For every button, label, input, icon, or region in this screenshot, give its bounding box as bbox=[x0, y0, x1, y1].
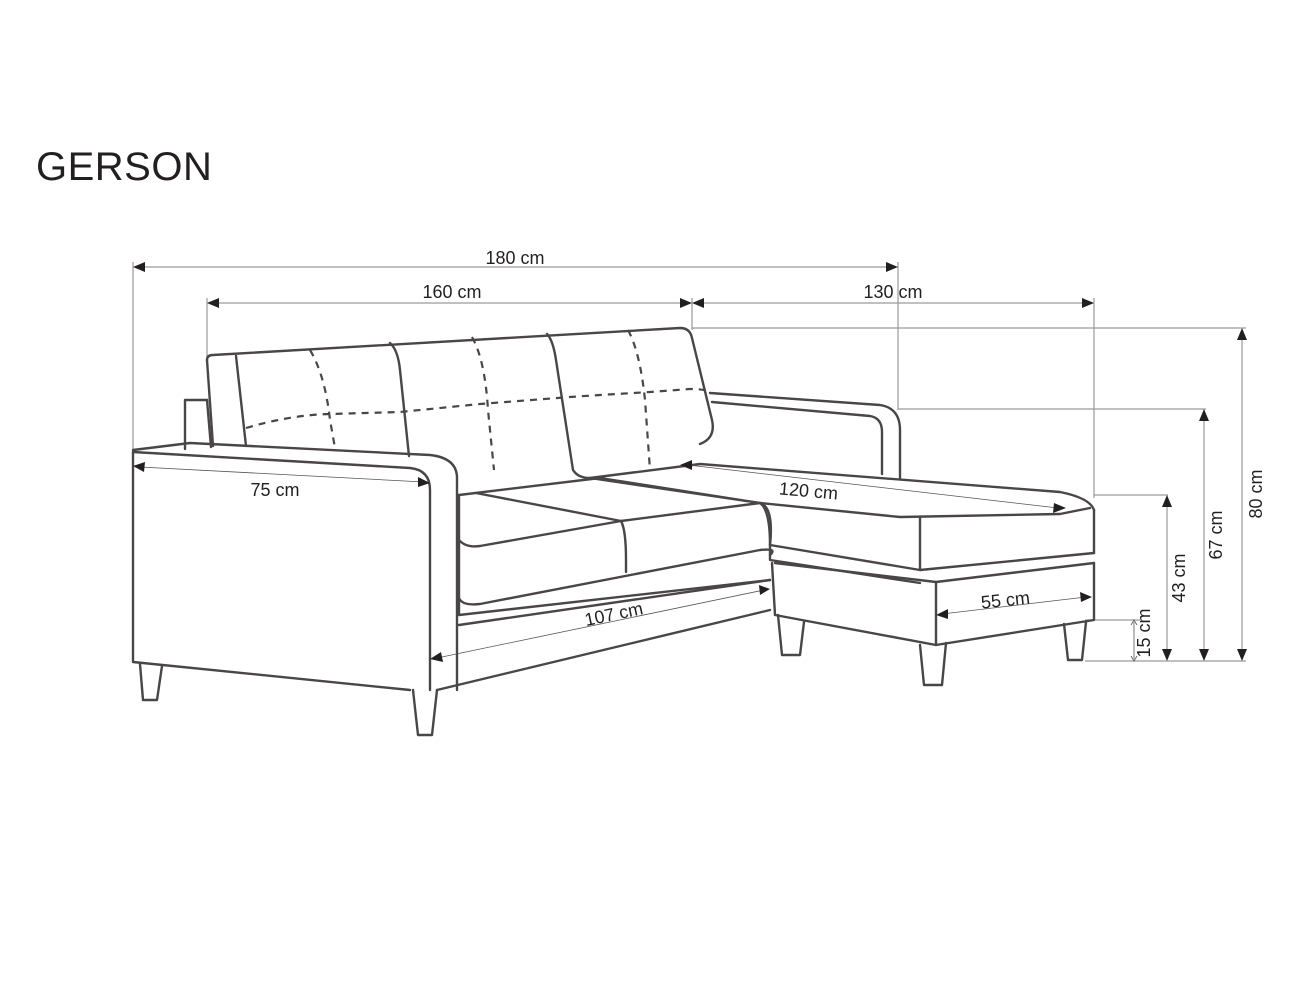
dim-43: 43 cm bbox=[1162, 495, 1189, 661]
dim-label-armrest-height: 67 cm bbox=[1206, 510, 1226, 559]
dim-label-chaise-seat-length: 120 cm bbox=[778, 478, 839, 503]
dim-label-total-height: 80 cm bbox=[1246, 469, 1266, 518]
dim-label-leg-height: 15 cm bbox=[1134, 608, 1154, 657]
dim-label-seat-height: 43 cm bbox=[1169, 553, 1189, 602]
dim-label-total-width: 180 cm bbox=[485, 248, 544, 268]
dim-130: 130 cm bbox=[692, 282, 1094, 308]
dim-label-chaise-length: 130 cm bbox=[863, 282, 922, 302]
dim-15: 15 cm bbox=[1130, 608, 1154, 662]
dim-55: 55 cm bbox=[936, 588, 1092, 619]
dim-75: 75 cm bbox=[133, 462, 430, 500]
dim-80: 80 cm bbox=[1237, 328, 1266, 661]
tufting-seams bbox=[245, 329, 711, 471]
dim-label-armrest-depth: 75 cm bbox=[250, 480, 299, 500]
dim-label-seat-width: 107 cm bbox=[583, 598, 645, 630]
dim-label-sofa-width: 160 cm bbox=[422, 282, 481, 302]
sofa-outline bbox=[131, 326, 1096, 737]
dim-160: 160 cm bbox=[207, 282, 692, 308]
dim-180: 180 cm bbox=[133, 248, 898, 272]
dim-67: 67 cm bbox=[1199, 409, 1226, 661]
dim-label-chaise-width: 55 cm bbox=[980, 588, 1031, 613]
product-title: GERSON bbox=[36, 145, 213, 189]
